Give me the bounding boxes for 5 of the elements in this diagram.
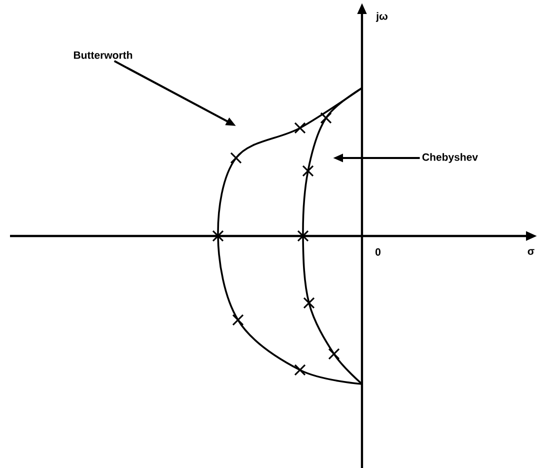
curve-label: Chebyshev xyxy=(422,153,478,163)
jw-axis-label: jω xyxy=(376,12,388,22)
curve-label: Butterworth xyxy=(74,51,132,59)
sigma-axis-label: σ xyxy=(528,249,534,255)
origin-label: 0 xyxy=(376,248,380,256)
